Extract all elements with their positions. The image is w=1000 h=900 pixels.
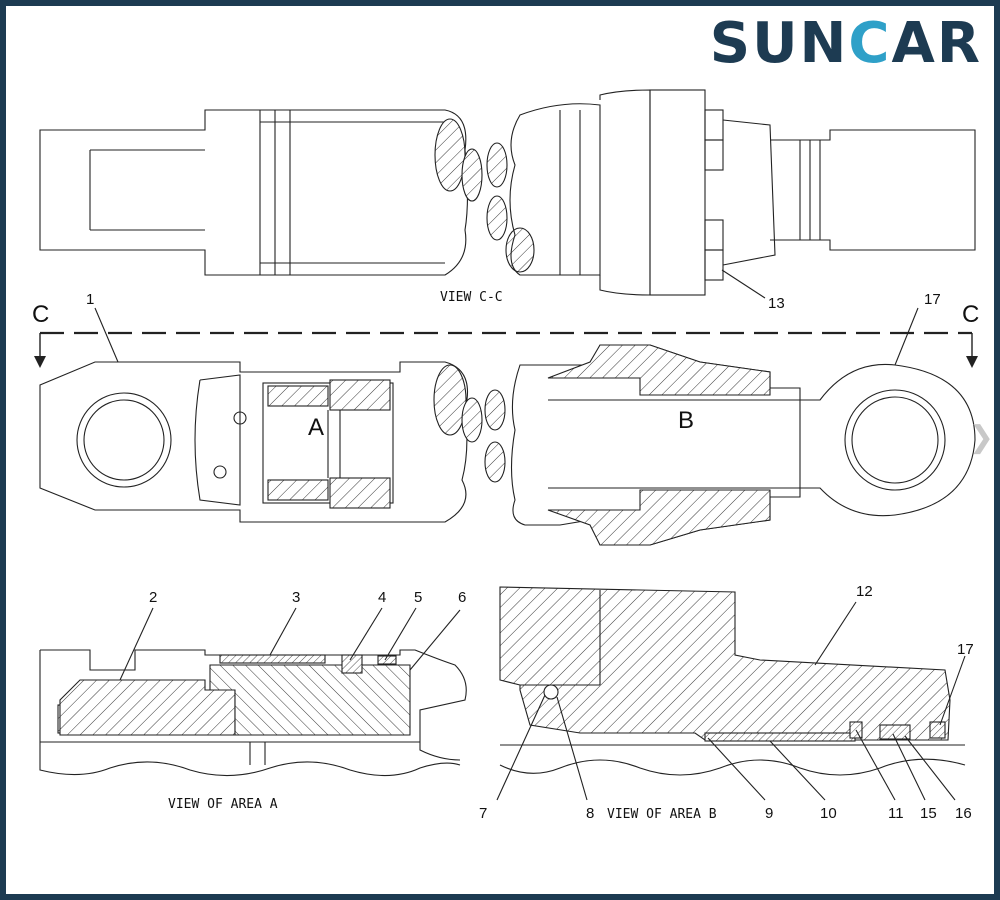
rod-eye-right <box>800 363 976 517</box>
head-section-b <box>510 344 801 546</box>
cylinder-body-left <box>39 361 469 523</box>
section-arrow-left <box>34 356 46 368</box>
view-area-b-drawing <box>496 586 966 801</box>
head-body <box>509 103 601 276</box>
callout-10: 10 <box>820 805 837 822</box>
barrel-break-left-top <box>434 118 466 192</box>
callout-3: 3 <box>292 589 300 606</box>
barrel-left <box>260 109 469 276</box>
suncar-logo: SUNCAR <box>710 12 982 76</box>
callout-17-top: 17 <box>924 291 941 308</box>
section-letter-right: C <box>962 301 979 328</box>
callout-7: 7 <box>479 805 487 822</box>
callout-12: 12 <box>856 583 873 600</box>
chevron-right-icon[interactable]: ❯ <box>968 420 994 455</box>
view-area-a-label: VIEW OF AREA A <box>168 797 278 812</box>
logo-part-c: C <box>848 11 892 76</box>
section-letter-left: C <box>32 301 49 328</box>
view-cc-label: VIEW C-C <box>440 290 503 305</box>
callout-6: 6 <box>458 589 466 606</box>
callout-17-bottom: 17 <box>957 641 974 658</box>
callout-1: 1 <box>86 291 94 308</box>
logo-part-ar: AR <box>891 11 982 76</box>
main-section-drawing <box>39 307 976 546</box>
callout-13: 13 <box>768 295 785 312</box>
section-arrow-right <box>966 356 978 368</box>
callout-11: 11 <box>888 805 904 822</box>
view-area-a-drawing <box>39 607 467 777</box>
view-cc-drawing <box>39 89 976 299</box>
logo-part-sun: SUN <box>709 11 849 76</box>
right-rod <box>790 129 976 251</box>
section-line-cc <box>39 331 973 360</box>
piston-area-a <box>262 382 394 504</box>
callout-9: 9 <box>765 805 773 822</box>
callout-5: 5 <box>414 589 422 606</box>
callout-8: 8 <box>586 805 594 822</box>
area-a-rod <box>209 664 411 736</box>
area-b-label: B <box>678 407 694 434</box>
callout-2: 2 <box>149 589 157 606</box>
callout-15: 15 <box>920 805 937 822</box>
callout-16: 16 <box>955 805 972 822</box>
view-area-b-label: VIEW OF AREA B <box>607 807 717 822</box>
area-a-label: A <box>308 414 324 441</box>
callout-4: 4 <box>378 589 386 606</box>
left-rod-end <box>39 109 261 276</box>
area-a-piston <box>59 679 236 736</box>
head-flange <box>649 89 706 296</box>
area-b-head <box>499 586 951 741</box>
